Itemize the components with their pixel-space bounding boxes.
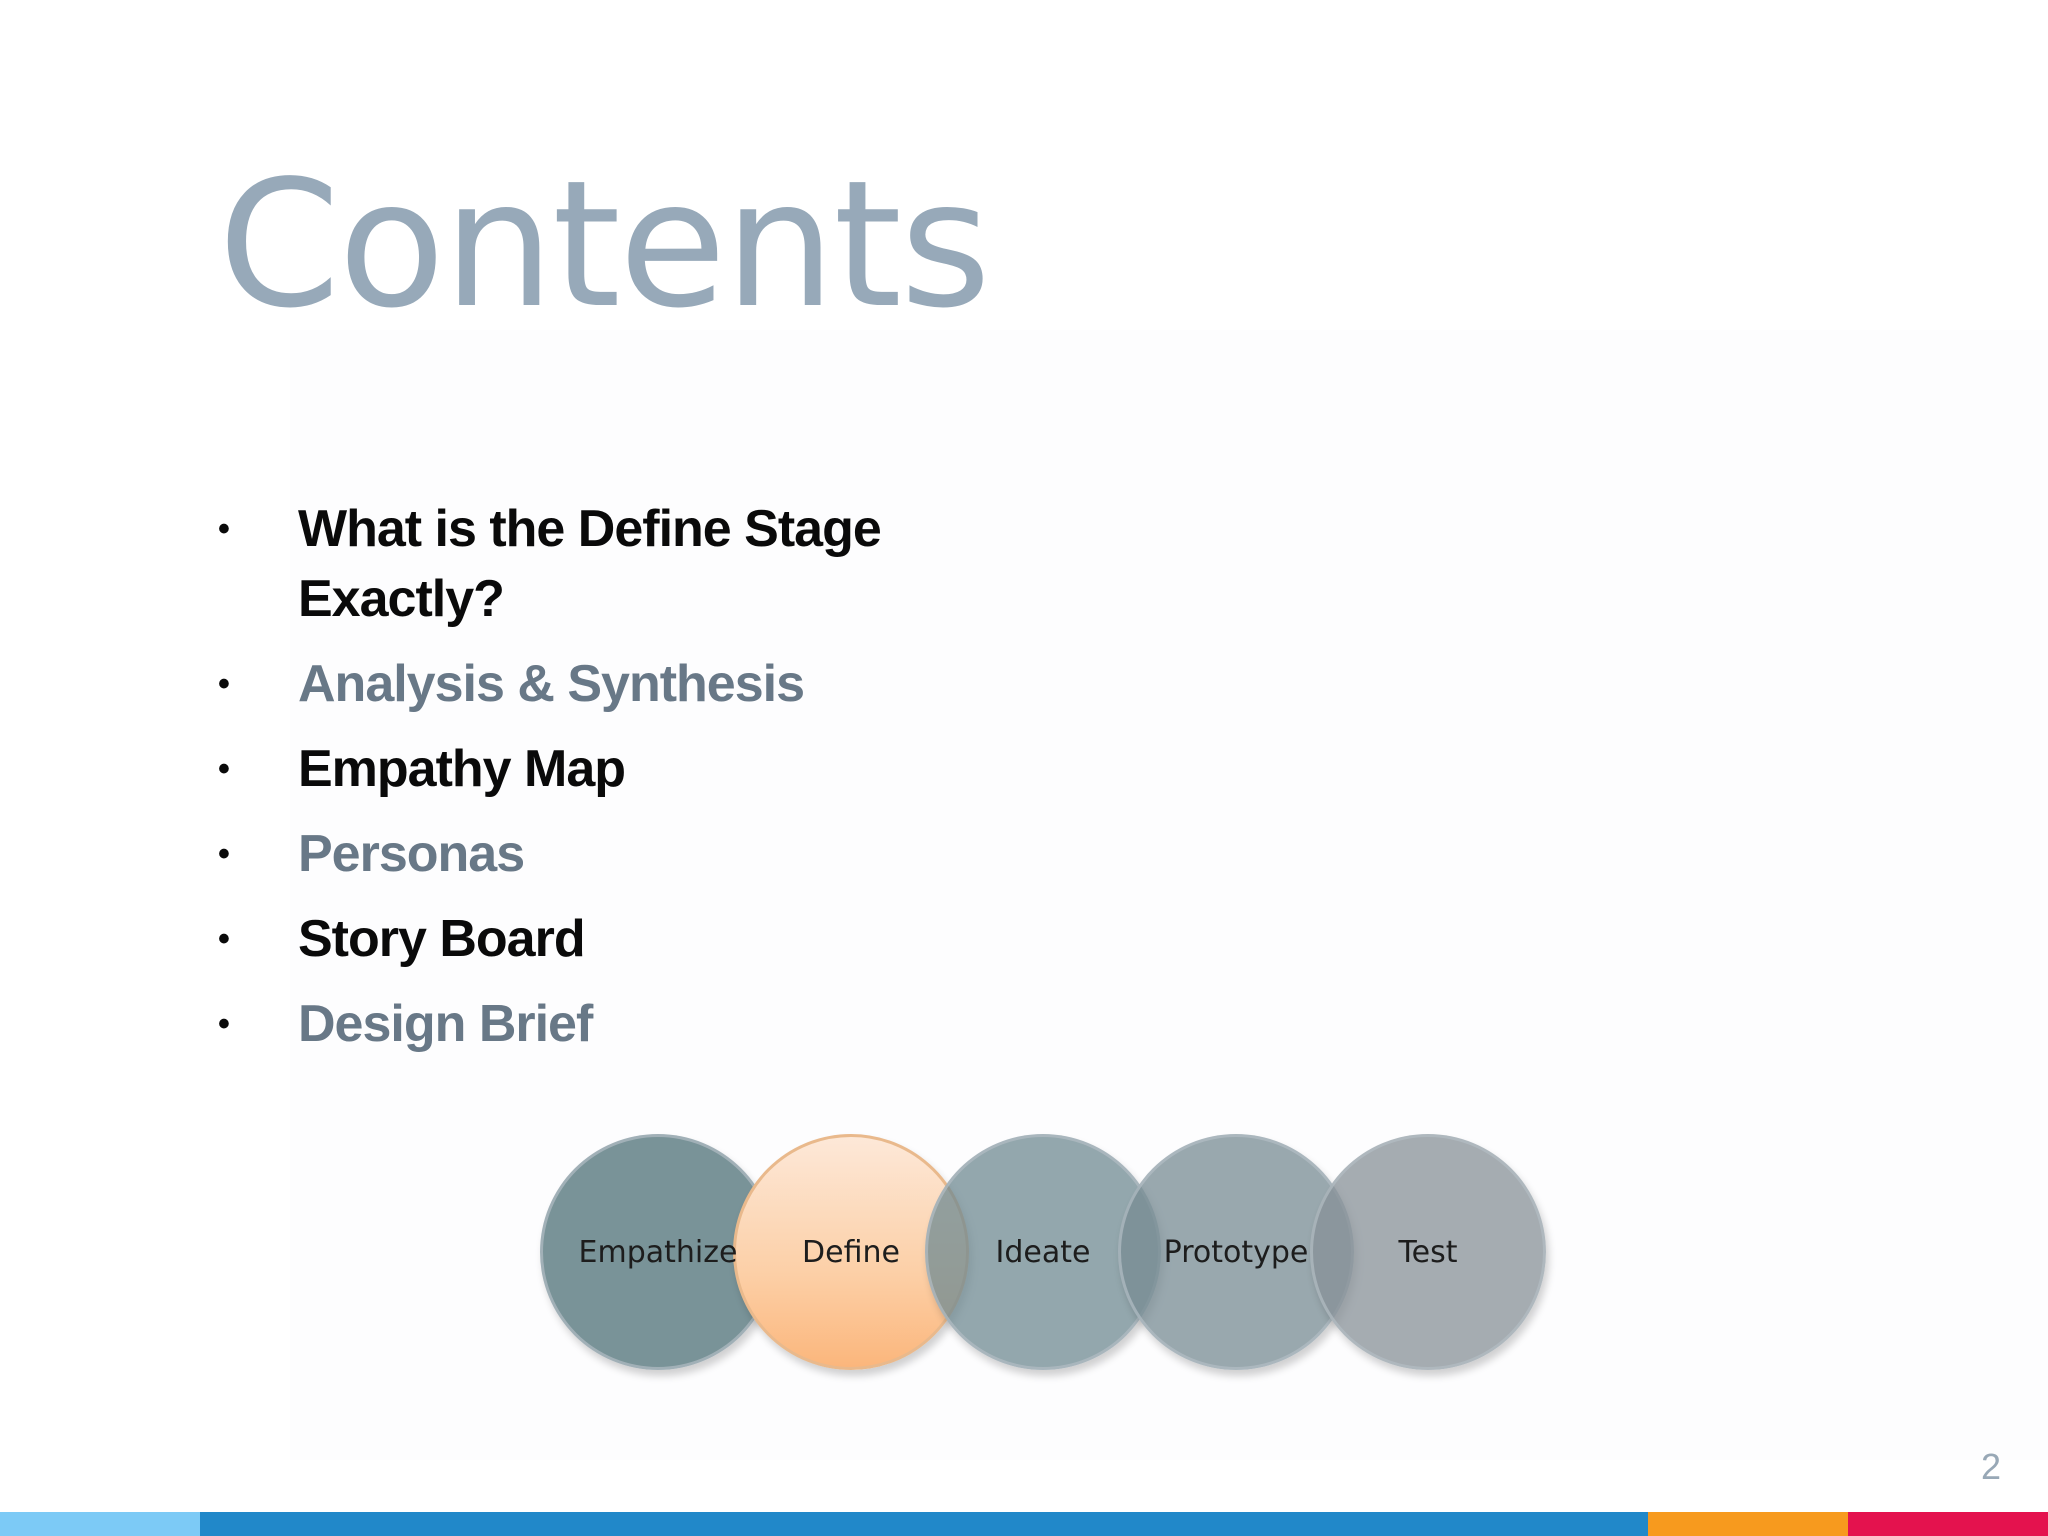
list-item-text: Empathy Map xyxy=(298,740,626,798)
stage-label: Test xyxy=(1398,1234,1458,1270)
bullet-icon: • xyxy=(218,1005,230,1043)
bullet-icon: • xyxy=(218,665,230,703)
list-item: • What is the Define Stage Exactly? xyxy=(218,494,1018,634)
stage-circle-test: Test xyxy=(1310,1134,1546,1370)
bullet-icon: • xyxy=(218,835,230,873)
footer-segment-red xyxy=(1848,1512,2048,1536)
footer-segment-orange xyxy=(1648,1512,1848,1536)
stage-label: Ideate xyxy=(995,1234,1091,1270)
stage-label: Define xyxy=(802,1234,900,1270)
list-item-text: Design Brief xyxy=(298,995,593,1053)
stage-label: Empathize xyxy=(578,1234,738,1270)
list-item-text: Personas xyxy=(298,825,525,883)
list-item: • Analysis & Synthesis xyxy=(218,649,1018,719)
bullet-icon: • xyxy=(218,510,230,548)
slide-title: Contents xyxy=(218,144,991,347)
footer-color-bar xyxy=(0,1512,2048,1536)
bullet-icon: • xyxy=(218,920,230,958)
list-item-text: Story Board xyxy=(298,910,586,968)
list-item: • Story Board xyxy=(218,904,1018,974)
stage-circle-empathize: Empathize xyxy=(540,1134,776,1370)
list-item-text: Analysis & Synthesis xyxy=(298,655,805,713)
list-item: • Empathy Map xyxy=(218,734,1018,804)
list-item: • Design Brief xyxy=(218,989,1018,1059)
contents-list: • What is the Define Stage Exactly? • An… xyxy=(218,494,1018,1074)
footer-segment-blue xyxy=(200,1512,1648,1536)
bullet-icon: • xyxy=(218,750,230,788)
page-number: 2 xyxy=(1980,1446,2001,1487)
footer-segment-light-blue xyxy=(0,1512,200,1536)
stage-label: Prototype xyxy=(1163,1234,1309,1270)
design-thinking-process-diagram: Empathize Define Ideate Prototype Test xyxy=(540,1134,1560,1378)
list-item: • Personas xyxy=(218,819,1018,889)
list-item-text: What is the Define Stage Exactly? xyxy=(298,500,882,628)
